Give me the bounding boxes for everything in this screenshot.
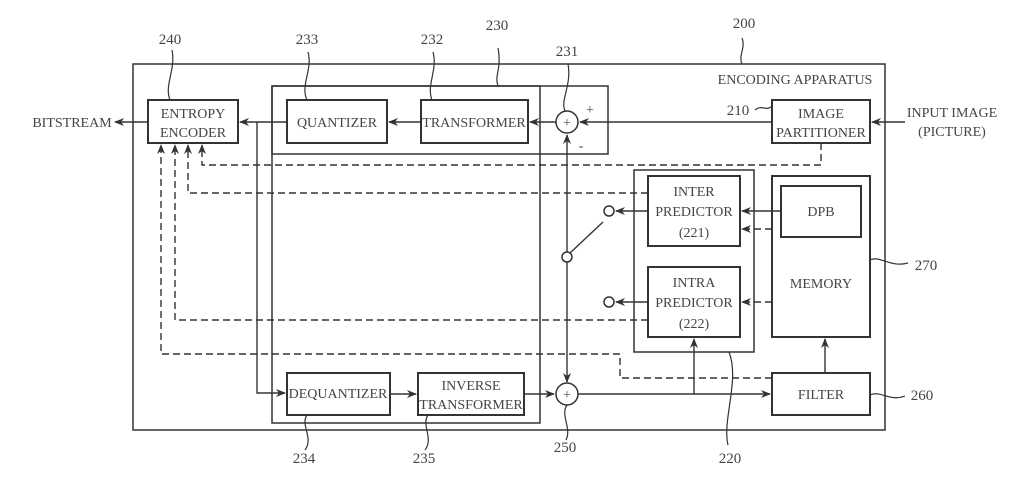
inverse-transformer-label-2: TRANSFORMER bbox=[419, 398, 523, 413]
leader-270 bbox=[869, 258, 909, 265]
entropy-encoder-label-1: ENTROPY bbox=[161, 107, 226, 122]
ref-233: 233 bbox=[296, 32, 319, 48]
quantizer-label: QUANTIZER bbox=[297, 116, 378, 131]
input-image-label-2: (PICTURE) bbox=[918, 125, 986, 140]
leader-250 bbox=[564, 404, 569, 441]
leader-235 bbox=[424, 414, 429, 451]
dash-intra-info bbox=[171, 144, 648, 321]
inverse-transformer-block: INVERSE TRANSFORMER bbox=[417, 372, 525, 416]
ref-220: 220 bbox=[719, 451, 742, 467]
intra-predictor-label-1: INTRA bbox=[673, 276, 717, 291]
inverse-transformer-label-1: INVERSE bbox=[441, 379, 500, 394]
leader-210 bbox=[754, 105, 773, 111]
ref-260: 260 bbox=[911, 388, 934, 404]
leader-200 bbox=[740, 37, 744, 65]
ref-270: 270 bbox=[915, 258, 938, 274]
memory-block: DPB MEMORY bbox=[771, 175, 871, 338]
inter-predictor-label-1: INTER bbox=[673, 185, 715, 200]
leader-230 bbox=[496, 47, 500, 87]
ref-200: 200 bbox=[733, 16, 756, 32]
switch-contact-inter bbox=[603, 205, 615, 217]
subtractor-plus-icon: + bbox=[563, 116, 571, 131]
ref-231: 231 bbox=[556, 44, 579, 60]
entropy-encoder-block: ENTROPY ENCODER bbox=[147, 99, 239, 144]
switch-pivot bbox=[561, 251, 573, 263]
ref-230: 230 bbox=[486, 18, 509, 34]
dequantizer-label: DEQUANTIZER bbox=[289, 387, 388, 402]
dpb-label: DPB bbox=[807, 205, 834, 220]
filter-label: FILTER bbox=[798, 388, 845, 403]
image-partitioner-label-1: IMAGE bbox=[798, 107, 844, 122]
dpb-block bbox=[780, 185, 862, 238]
ref-250: 250 bbox=[554, 440, 577, 456]
ref-234: 234 bbox=[293, 451, 316, 467]
leader-233 bbox=[304, 51, 310, 101]
dash-filter-info bbox=[157, 144, 772, 379]
leader-234 bbox=[304, 414, 309, 451]
switch-arm bbox=[569, 221, 604, 254]
switch-contact-intra bbox=[603, 296, 615, 308]
adder-plus-icon: + bbox=[563, 388, 571, 403]
ref-235: 235 bbox=[413, 451, 436, 467]
ref-240: 240 bbox=[159, 32, 182, 48]
inter-predictor-block: INTER PREDICTOR (221) bbox=[647, 175, 741, 247]
inter-predictor-label-2: PREDICTOR bbox=[655, 205, 733, 220]
quantizer-block: QUANTIZER bbox=[286, 99, 388, 144]
transformer-block: TRANSFORMER bbox=[420, 99, 529, 144]
leader-260 bbox=[869, 393, 906, 399]
bitstream-label: BITSTREAM bbox=[32, 116, 112, 131]
leader-220 bbox=[726, 351, 734, 446]
input-image-label-1: INPUT IMAGE bbox=[907, 106, 997, 121]
image-partitioner-block: IMAGE PARTITIONER bbox=[771, 99, 871, 144]
residual-group-frame-lower bbox=[271, 85, 541, 424]
leader-240 bbox=[167, 49, 174, 101]
filter-block: FILTER bbox=[771, 372, 871, 416]
intra-predictor-block: INTRA PREDICTOR (222) bbox=[647, 266, 741, 338]
memory-label: MEMORY bbox=[790, 277, 852, 292]
leader-231 bbox=[563, 63, 570, 112]
entropy-encoder-label-2: ENCODER bbox=[160, 126, 227, 141]
leader-232 bbox=[429, 51, 435, 101]
transformer-label: TRANSFORMER bbox=[422, 116, 526, 131]
ref-210: 210 bbox=[727, 103, 750, 119]
intra-predictor-label-2: PREDICTOR bbox=[655, 296, 733, 311]
ref-232: 232 bbox=[421, 32, 444, 48]
image-partitioner-label-2: PARTITIONER bbox=[776, 126, 866, 141]
wire-quantizer-to-dequantizer bbox=[256, 122, 286, 397]
intra-predictor-label-3: (222) bbox=[679, 317, 710, 332]
dequantizer-block: DEQUANTIZER bbox=[286, 372, 391, 416]
plus-sign: + bbox=[586, 103, 594, 118]
dash-partitioner-info bbox=[198, 143, 822, 166]
minus-sign: - bbox=[579, 139, 584, 154]
encoding-apparatus-label: ENCODING APPARATUS bbox=[718, 73, 873, 88]
encoding-apparatus-frame bbox=[132, 63, 886, 431]
inter-predictor-label-3: (221) bbox=[679, 226, 710, 241]
